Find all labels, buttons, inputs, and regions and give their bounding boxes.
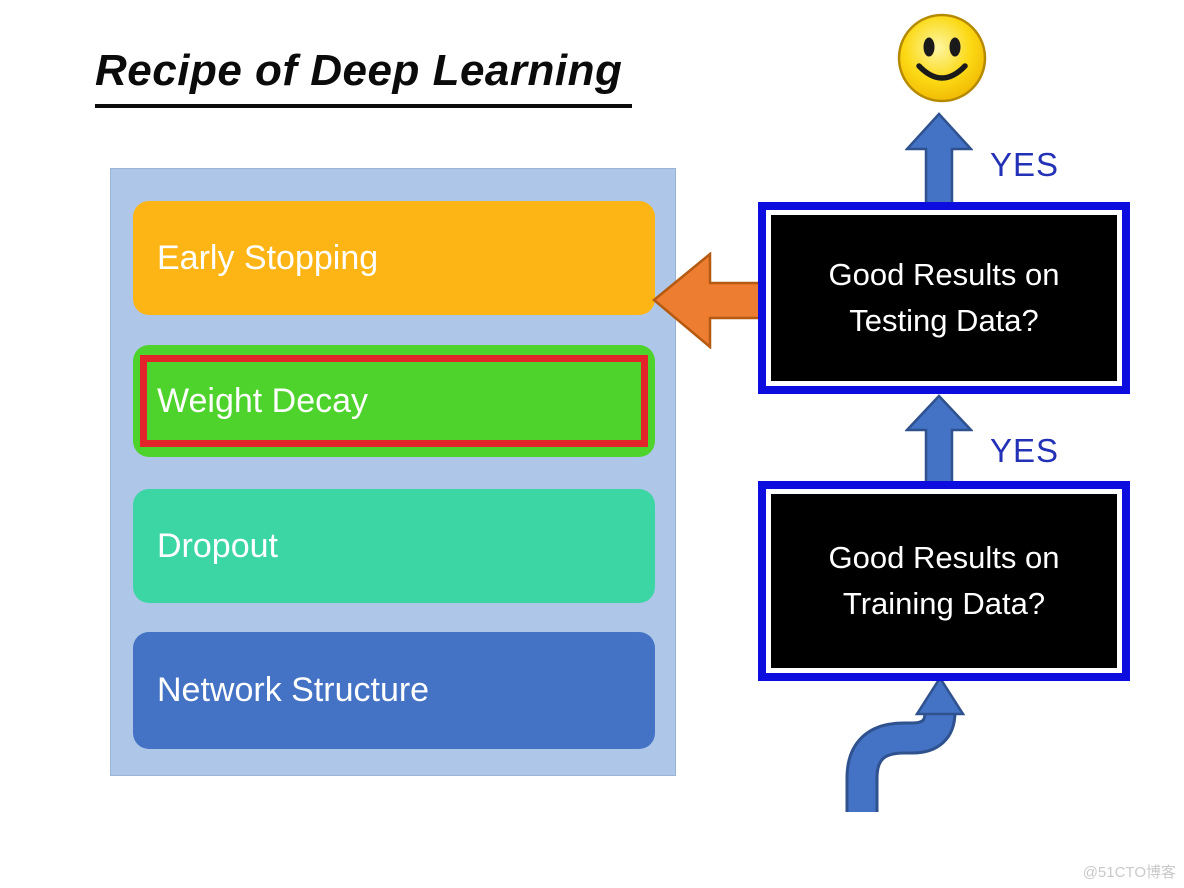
- orange-left-arrow: [652, 252, 772, 349]
- item-label: Weight Decay: [157, 381, 369, 420]
- watermark: @51CTO博客: [1082, 864, 1176, 881]
- techniques-panel: Early Stopping Weight Decay Dropout Netw…: [110, 168, 676, 776]
- testing-line1: Good Results on: [828, 256, 1060, 292]
- testing-results-text: Good Results on Testing Data?: [771, 215, 1117, 381]
- yes-label-top: YES: [990, 146, 1060, 183]
- item-label: Network Structure: [157, 671, 430, 709]
- item-label: Dropout: [157, 526, 278, 565]
- training-line2: Training Data?: [842, 586, 1046, 621]
- item-dropout: Dropout: [133, 489, 655, 603]
- testing-line2: Testing Data?: [849, 303, 1039, 338]
- item-weight-decay: Weight Decay: [133, 345, 655, 457]
- up-arrow-to-smiley: [905, 112, 973, 204]
- testing-results-box: Good Results on Testing Data?: [758, 202, 1130, 394]
- curved-entry-arrow: [845, 675, 966, 812]
- item-network-structure: Network Structure: [133, 632, 655, 749]
- page-title: Recipe of Deep Learning: [95, 46, 633, 108]
- item-label: Early Stopping: [157, 238, 379, 277]
- training-line1: Good Results on: [828, 539, 1060, 575]
- up-arrow-to-testing: [905, 394, 973, 484]
- training-results-text: Good Results on Training Data?: [771, 494, 1117, 668]
- item-early-stopping: Early Stopping: [133, 201, 655, 315]
- yes-label-mid: YES: [990, 432, 1060, 469]
- training-results-box: Good Results on Training Data?: [758, 481, 1130, 681]
- smiley-face-icon: [897, 13, 987, 103]
